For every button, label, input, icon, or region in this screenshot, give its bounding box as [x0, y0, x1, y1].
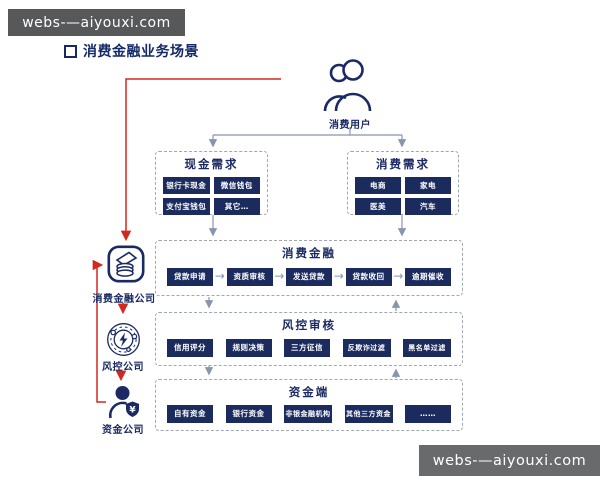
node-automobile: 汽车: [405, 198, 451, 215]
cash-demand-grid: 银行卡现金 微信钱包 支付宝钱包 其它…: [156, 172, 267, 215]
node-overdue-collection: 逾期催收: [405, 267, 451, 286]
flow-arrow-icon: →: [274, 269, 285, 283]
cash-demand-title: 现金需求: [184, 157, 239, 171]
node-credit-score: 信用评分: [167, 338, 213, 357]
node-medical-beauty: 医美: [355, 198, 401, 215]
shield-currency-glyph: ¥: [129, 405, 136, 415]
node-loan-recovery: 贷款收回: [345, 267, 392, 286]
watermark-top-text: webs-—aiyouxi.com: [22, 14, 171, 31]
node-wechat-wallet: 微信钱包: [213, 177, 260, 194]
funding-side-title: 资金端: [288, 385, 330, 399]
risk-company-gauge-icon: [107, 323, 140, 356]
funding-side-box: 资金端 自有资金 银行资金 非银金融机构 其他三方资金 ……: [155, 379, 463, 431]
node-qualification-review: 资质审核: [226, 267, 273, 286]
watermark-banner-top: webs-—aiyouxi.com: [8, 9, 185, 36]
funding-company-label: 资金公司: [102, 425, 144, 436]
node-rule-decision: 规则决策: [225, 338, 272, 357]
consumer-users-icon: [323, 59, 372, 112]
risk-review-row: 信用评分 规则决策 三方征信 反欺诈过滤 黑名单过滤: [156, 333, 462, 362]
consume-demand-box: 消费需求 电商 家电 医美 汽车: [347, 151, 459, 215]
consumer-finance-row: 贷款申请 → 资质审核 → 发送贷款 → 贷款收回 → 逾期催收: [156, 261, 462, 292]
consumer-user-label: 消费用户: [329, 120, 371, 131]
node-anti-fraud-filter: 反欺诈过滤: [342, 338, 391, 357]
risk-review-box: 风控审核 信用评分 规则决策 三方征信 反欺诈过滤 黑名单过滤: [155, 312, 463, 366]
watermark-bottom-text: webs-—aiyouxi.com: [432, 452, 587, 469]
consumer-finance-box: 消费金融 贷款申请 → 资质审核 → 发送贷款 → 贷款收回 → 逾期催收: [155, 240, 463, 296]
funding-side-row: 自有资金 银行资金 非银金融机构 其他三方资金 ……: [156, 400, 462, 427]
risk-review-title: 风控审核: [282, 318, 336, 332]
node-send-loan: 发送贷款: [286, 267, 332, 286]
flow-arrow-icon: →: [393, 269, 404, 283]
node-other-third-party-funds: 其他三方资金: [344, 404, 393, 423]
node-nonbank-institution: 非银金融机构: [284, 404, 332, 423]
edge-funding-company-to-finance-company: [92, 259, 106, 403]
flow-arrow-icon: →: [333, 269, 344, 283]
node-others: 其它…: [213, 198, 260, 215]
node-bank-funds: 银行资金: [225, 404, 272, 423]
node-third-party-credit: 三方征信: [284, 338, 330, 357]
node-home-appliance: 家电: [405, 177, 451, 194]
finance-company-money-icon: [107, 245, 145, 283]
page-title-text: 消费金融业务场景: [83, 44, 199, 60]
finance-company-label: 消费金融公司: [92, 294, 156, 305]
funding-company-person-shield-icon: ¥: [108, 386, 139, 419]
consume-demand-title: 消费需求: [376, 157, 430, 171]
cash-demand-box: 现金需求 银行卡现金 微信钱包 支付宝钱包 其它…: [155, 151, 268, 215]
flow-arrow-icon: →: [214, 269, 225, 283]
node-ellipsis: ……: [405, 404, 451, 423]
node-bank-card-cash: 银行卡现金: [163, 177, 210, 194]
risk-company-label: 风控公司: [102, 362, 144, 373]
node-ecommerce: 电商: [355, 177, 401, 194]
node-own-funds: 自有资金: [167, 404, 213, 423]
page-title: 消费金融业务场景: [64, 41, 199, 61]
watermark-banner-bottom: webs-—aiyouxi.com: [419, 445, 600, 476]
consumer-finance-title: 消费金融: [282, 246, 336, 260]
square-bullet-icon: [64, 44, 77, 58]
node-alipay-wallet: 支付宝钱包: [163, 198, 210, 215]
node-loan-application: 贷款申请: [167, 267, 213, 286]
consume-demand-grid: 电商 家电 医美 汽车: [348, 172, 458, 215]
node-blacklist-filter: 黑名单过滤: [403, 338, 451, 357]
